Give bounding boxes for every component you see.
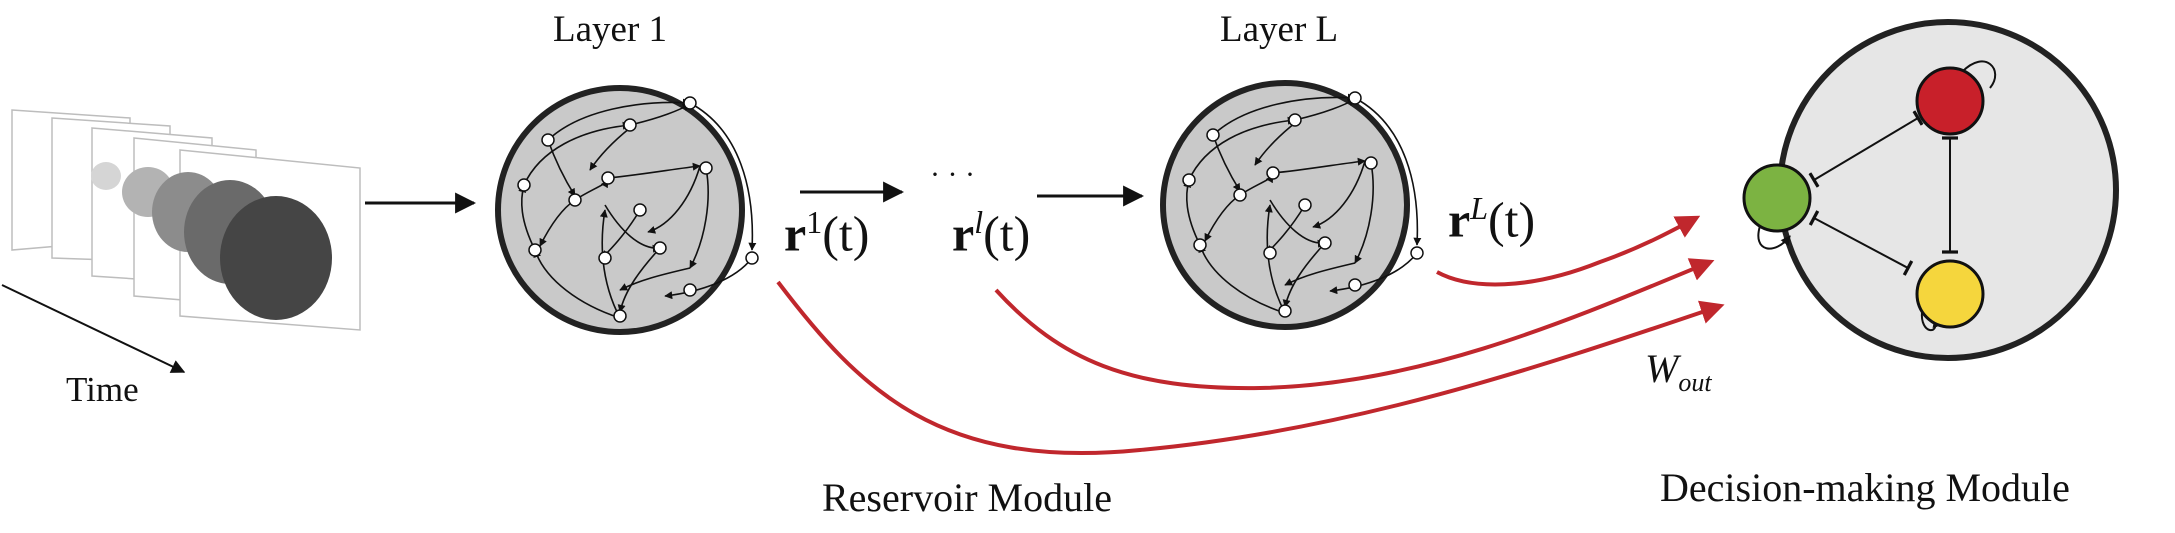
- readout-arrow-layerL: [1436, 215, 1701, 287]
- decision-module: [1742, 19, 2119, 361]
- decision-module-label: Decision-making Module: [1660, 465, 2070, 510]
- wout-label: Wout: [1645, 346, 1712, 397]
- reservoir-layer-1: [495, 85, 759, 335]
- readout-arrow-layer-l: [994, 258, 1715, 391]
- state-rl-label: rl(t): [952, 204, 1031, 262]
- readout-arrow-layer1: [776, 280, 1725, 456]
- time-label: Time: [66, 370, 139, 409]
- state-rL-label: rL(t): [1448, 190, 1536, 248]
- layer-L-title: Layer L: [1220, 9, 1339, 50]
- reservoir-layer-L: [1160, 80, 1424, 330]
- state-r1-label: r1(t): [784, 204, 870, 262]
- layer-1-title: Layer 1: [553, 9, 668, 50]
- readout-arrows: [776, 215, 1725, 456]
- reservoir-module-label: Reservoir Module: [822, 475, 1112, 520]
- time-axis-arrow: [1, 284, 186, 373]
- decision-node-yellow: [1915, 259, 1985, 329]
- input-frames: [11, 109, 361, 331]
- decision-node-green: [1742, 163, 1812, 233]
- ellipsis: · · ·: [930, 158, 975, 191]
- decision-node-red: [1915, 66, 1985, 136]
